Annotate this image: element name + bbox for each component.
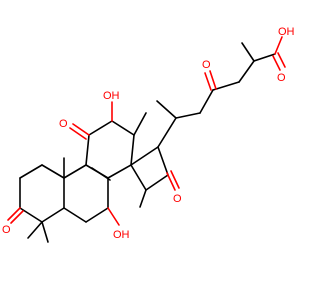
c4-methyl [27,221,43,239]
acid-c-o-double-bond [272,55,281,71]
side-ketone-double-bond [204,72,212,91]
bond [253,53,276,62]
c15-o-label: O [173,193,182,205]
bond [63,207,87,223]
atom-labels: OH O O OH O O O OH [2,26,295,241]
bond [88,120,113,136]
bond [241,42,255,62]
ring-a [7,164,65,243]
ring-c [69,101,147,208]
c13-methyl [133,112,147,136]
side-ketone-o-label: O [202,59,211,71]
bond [157,146,169,176]
bond [130,134,135,166]
bond [19,207,43,223]
bond [41,164,65,179]
bond [107,164,132,179]
molecule-structure-diagram: OH O O OH O O O OH [2,26,295,243]
side-ketone-double-bond [209,70,217,90]
side-chain [156,36,286,119]
bond [85,134,90,166]
bond [111,120,135,136]
c14-methyl [139,189,147,208]
c7-oh-bond [107,207,120,226]
c7-oh-label: OH [113,229,130,241]
acid-c-o-double-bond [277,52,286,68]
c4-methyl [41,221,49,243]
bond [63,164,87,179]
bond [19,164,43,179]
bond [175,112,201,119]
c11-ketone-double-bond [69,127,87,140]
bond [85,207,109,223]
c11-o-label: O [59,118,68,130]
bond [145,174,169,191]
bond [130,164,147,191]
c3-ketone-double-bond [10,210,24,224]
acid-oh-label: OH [278,26,295,38]
c15-ketone-double-bond [170,170,180,189]
bond [41,207,65,223]
c3-o-label: O [2,224,11,236]
c11-ketone-double-bond [72,123,90,136]
bond [212,81,240,91]
acid-o-label: O [277,72,286,84]
bond [199,89,214,114]
c12-oh-label: OH [103,90,120,102]
bond [238,60,255,83]
ring-b [63,157,120,226]
acid-c-oh-bond [274,36,283,55]
c15-ketone-double-bond [166,172,176,191]
bond [157,117,177,148]
bond [130,146,159,166]
bond [156,100,177,119]
ring-d [130,117,180,191]
c8-c9-double-bond [91,167,111,181]
c3-ketone-double-bond [7,207,21,221]
